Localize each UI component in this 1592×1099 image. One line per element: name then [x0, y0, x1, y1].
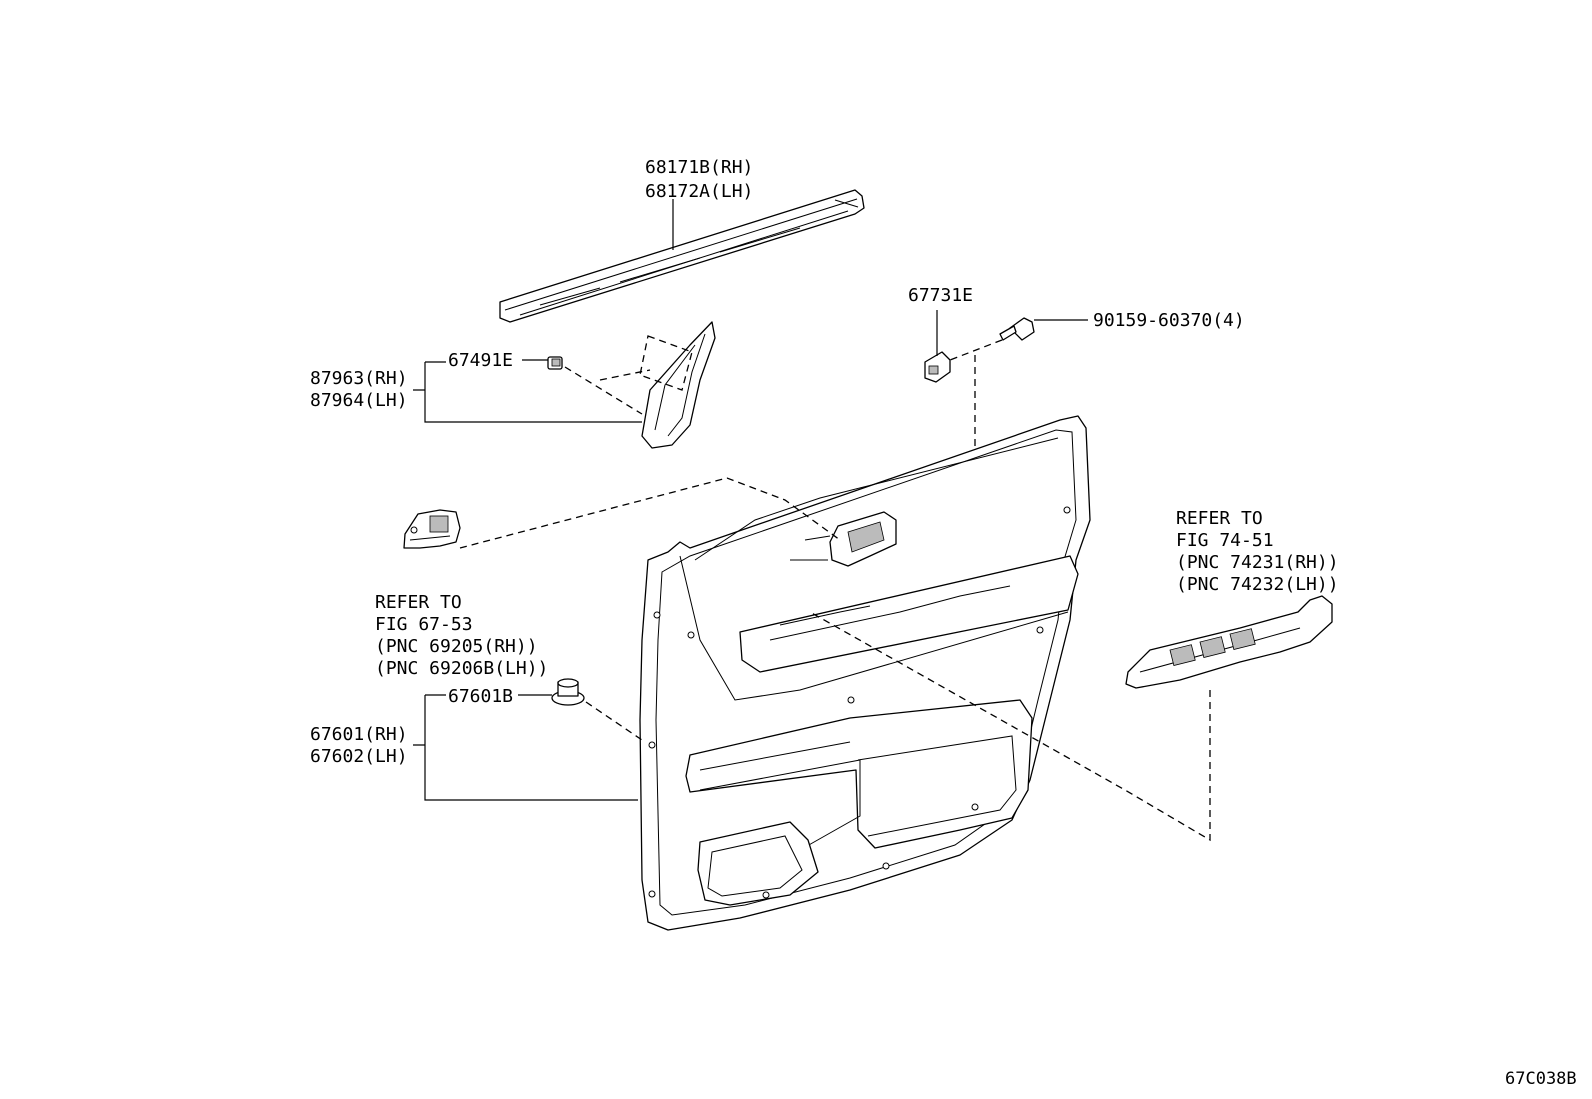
switch-dash — [809, 611, 1211, 842]
handle-ref-line3: (PNC 69205(RH)) — [375, 636, 538, 657]
handle-ref-line2: FIG 67-53 — [375, 614, 473, 635]
bracket-part — [924, 351, 951, 383]
hole-3 — [1036, 626, 1044, 634]
corner-garnish-part — [641, 321, 716, 449]
handle-ref-line1: REFER TO — [375, 592, 462, 613]
hole-9 — [762, 891, 770, 899]
hole-8 — [648, 741, 656, 749]
hole-6 — [882, 862, 890, 870]
screw-dash — [949, 339, 1003, 361]
door-trim-label-lh: 67602(LH) — [310, 746, 408, 767]
screw-part — [999, 317, 1035, 341]
trim-clip-part — [551, 678, 585, 706]
garnish-dash-clip2 — [599, 369, 651, 381]
hole-4 — [847, 696, 855, 704]
garnish-dash-clip — [564, 366, 643, 415]
screw-label: 90159-60370(4) — [1093, 310, 1245, 331]
corner-garnish-label-rh: 87963(RH) — [310, 368, 408, 389]
door-trim-label-rh: 67601(RH) — [310, 724, 408, 745]
belt-moulding-label-rh: 68171B(RH) — [645, 157, 753, 178]
leader-corner-garnish — [413, 361, 642, 423]
trim-clip-label: 67601B — [448, 686, 513, 707]
belt-moulding-label-lh: 68172A(LH) — [645, 181, 753, 202]
door-trim-board-part — [639, 415, 1091, 931]
corner-clip-label: 67491E — [448, 350, 513, 371]
diagram-code: 67C038B — [1505, 1069, 1577, 1089]
hole-1 — [1063, 506, 1071, 514]
hole-7 — [648, 890, 656, 898]
garnish-dash-outline — [639, 335, 693, 391]
hole-5 — [971, 803, 979, 811]
switch-ref-line3: (PNC 74231(RH)) — [1176, 552, 1339, 573]
switch-ref-line2: FIG 74-51 — [1176, 530, 1274, 551]
bracket-label: 67731E — [908, 285, 973, 306]
leader-door-trim-board — [413, 694, 638, 801]
trim-clip-dash — [585, 701, 643, 741]
hole-10 — [653, 611, 661, 619]
hole-2 — [687, 631, 695, 639]
corner-clip-part — [547, 356, 563, 370]
handle-ref-line4: (PNC 69206B(LH)) — [375, 658, 548, 679]
corner-garnish-label-lh: 87964(LH) — [310, 390, 408, 411]
belt-moulding-part — [499, 189, 865, 323]
switch-ref-line4: (PNC 74232(LH)) — [1176, 574, 1339, 595]
handle-dash — [459, 477, 841, 549]
inside-handle-part — [403, 509, 461, 549]
switch-ref-line1: REFER TO — [1176, 508, 1263, 529]
switch-base-part — [1125, 595, 1333, 689]
